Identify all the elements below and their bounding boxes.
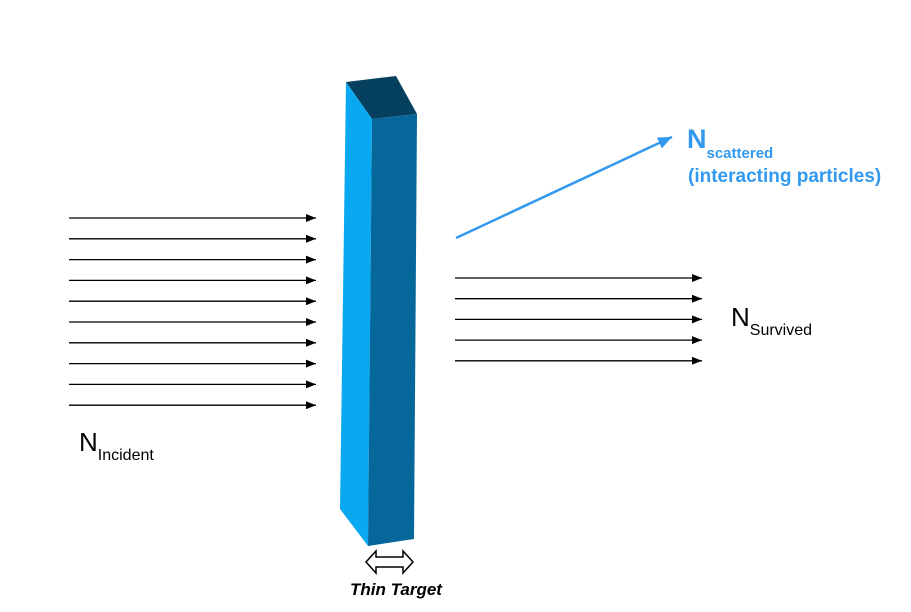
survived-label: NSurvived bbox=[731, 302, 812, 339]
incident-beam bbox=[69, 214, 316, 410]
scattered-note: (interacting particles) bbox=[688, 166, 881, 187]
survived-label-sub: Survived bbox=[750, 322, 812, 339]
incident-label-sub: Incident bbox=[98, 447, 155, 464]
target-label: Thin Target bbox=[350, 580, 443, 599]
survived-beam bbox=[455, 274, 702, 365]
incident-label-main: N bbox=[79, 427, 98, 457]
thin-target-block bbox=[340, 76, 417, 546]
scattered-label-sub: scattered bbox=[707, 145, 774, 162]
scattered-label-main: N bbox=[687, 124, 707, 154]
target-front-face bbox=[340, 82, 372, 546]
incident-label: NIncident bbox=[79, 427, 154, 464]
survived-label-main: N bbox=[731, 302, 750, 332]
target-top-face bbox=[346, 76, 417, 119]
scattered-arrow bbox=[455, 135, 673, 240]
target-side-face bbox=[368, 114, 417, 546]
scattered-label: Nscattered bbox=[687, 124, 773, 162]
thickness-double-arrow bbox=[364, 549, 415, 575]
